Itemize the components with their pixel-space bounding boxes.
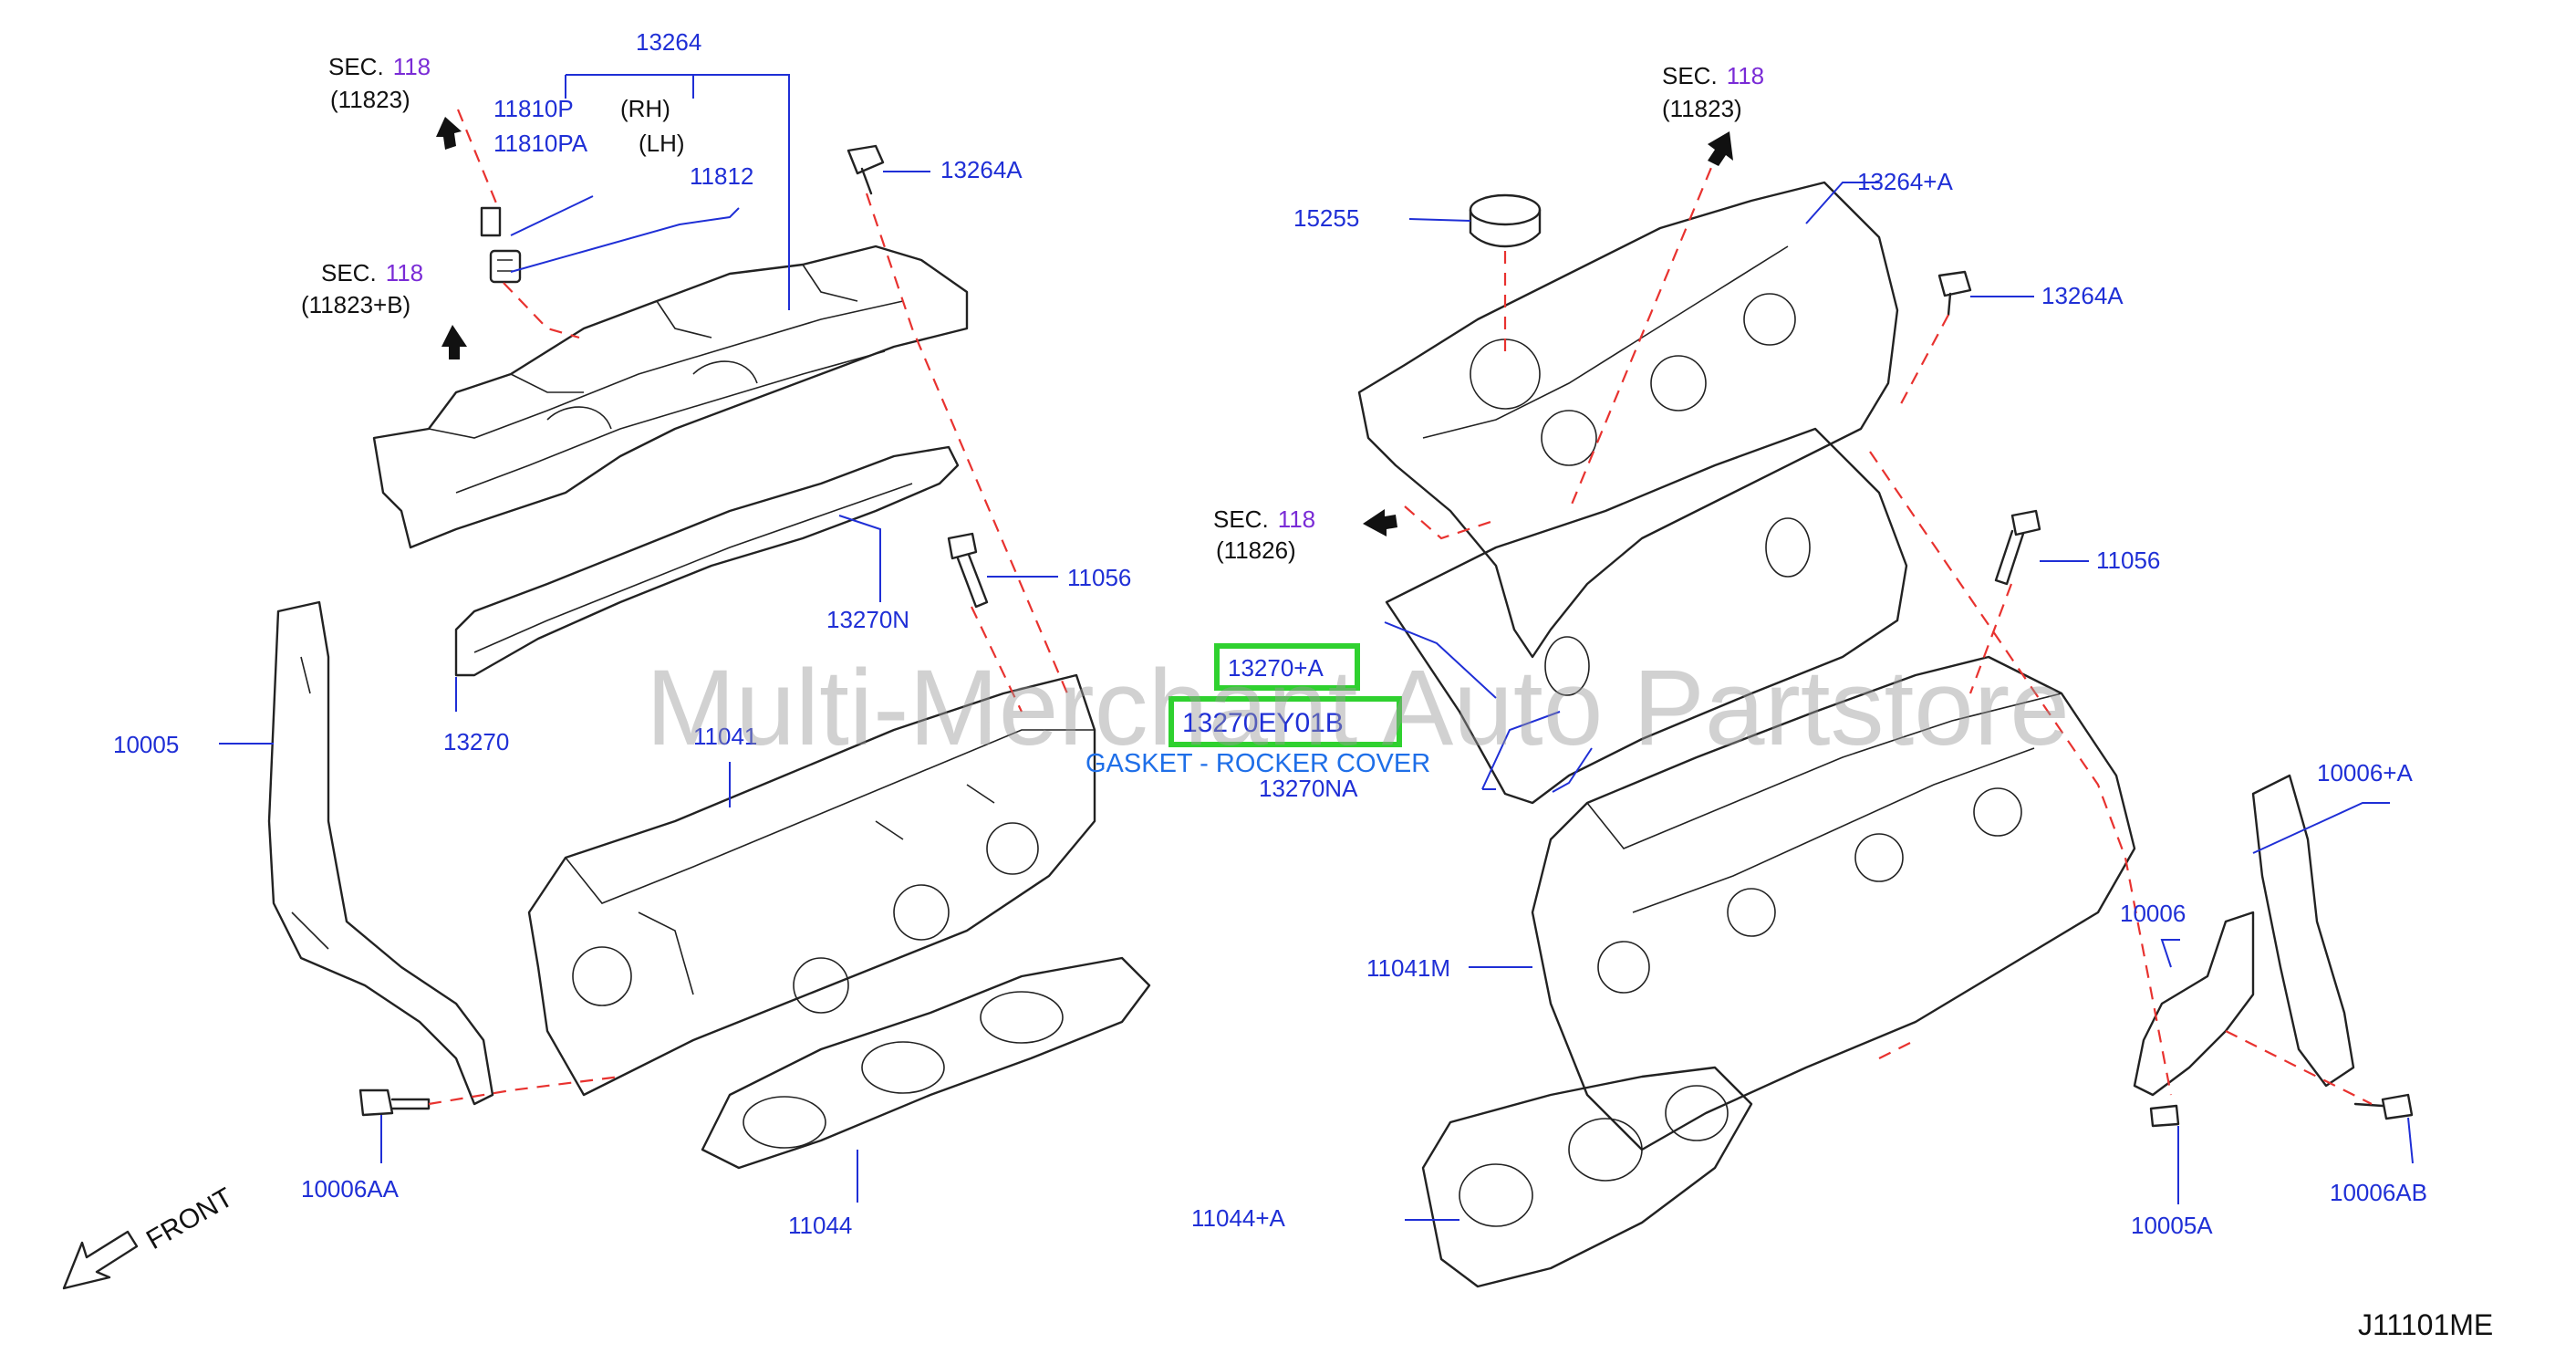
sec-sub: (11823+B) (301, 291, 410, 318)
svg-text:SEC.118: SEC. 118 (321, 259, 423, 286)
label-13270n: 13270N (826, 606, 909, 633)
oil-filler-cap-15255 (1469, 193, 1542, 248)
front-label: FRONT (141, 1182, 238, 1255)
right-head-gasket (1421, 1066, 1753, 1288)
label-13270: 13270 (443, 728, 509, 755)
leader-lines (219, 74, 2414, 1221)
label-10005a: 10005A (2131, 1212, 2213, 1239)
sec-sub: (11823) (330, 86, 410, 113)
right-bolt-10006ab (2353, 1093, 2414, 1120)
front-arrow-icon (62, 1230, 139, 1290)
label-lh: (LH) (639, 130, 685, 157)
sec-sub: (11826) (1216, 536, 1296, 564)
svg-text:SEC.118: SEC. 118 (1213, 505, 1315, 533)
sec-number: 118 (386, 259, 423, 286)
label-11044-plus-a: 11044+A (1191, 1204, 1286, 1232)
label-13270-plus-a[interactable]: 13270+A (1228, 654, 1324, 682)
highlight-description: GASKET - ROCKER COVER (1085, 749, 1430, 778)
highlight-part-number[interactable]: 13270EY01B (1182, 708, 1344, 738)
right-rocker-cover (1357, 181, 1899, 659)
label-10005: 10005 (113, 731, 179, 758)
right-bolt-13264a (1937, 270, 1972, 317)
label-rh: (RH) (620, 95, 670, 122)
label-11810pa: 11810PA (493, 130, 588, 157)
label-10006: 10006 (2120, 900, 2186, 927)
sec-ref-4: SEC. 118 (11826) (1213, 505, 1315, 564)
label-13264a-left: 13264A (940, 156, 1023, 183)
label-13264-plus-a: 13264+A (1857, 168, 1953, 195)
sec-ref-1: SEC. 118 (11823) (328, 53, 431, 113)
sec-prefix: SEC. (328, 53, 384, 80)
label-11041m: 11041M (1366, 954, 1450, 982)
label-10006ab: 10006AB (2330, 1179, 2427, 1206)
left-bolt-11056 (947, 532, 989, 609)
label-11056-left: 11056 (1067, 564, 1131, 591)
label-10006-plus-a: 10006+A (2317, 759, 2413, 786)
svg-text:SEC.118: SEC. 118 (1662, 62, 1764, 89)
arrow-up-icon (436, 117, 462, 150)
right-bolt-10005a (2149, 1104, 2180, 1128)
left-rocker-gasket (454, 445, 960, 677)
label-13270na: 13270NA (1259, 775, 1358, 802)
left-cylinder-head (527, 673, 1096, 1097)
sec-number: 118 (393, 53, 431, 80)
sec-ref-2: SEC. 118 (11823+B) (301, 259, 423, 318)
highlight-box-13270-plus-a (1214, 643, 1360, 691)
left-head-gasket (701, 956, 1151, 1170)
label-11810p: 11810P (493, 95, 574, 122)
svg-text:SEC.118: SEC. 118 (328, 53, 431, 80)
label-11044: 11044 (788, 1212, 852, 1239)
sec-sub: (11823) (1662, 95, 1742, 122)
assembly-dashed-lines (428, 109, 2373, 1106)
right-bracket-10006 (2133, 911, 2255, 1097)
right-rocker-gasket (1385, 427, 1908, 805)
label-11041: 11041 (693, 723, 757, 750)
left-bolt-13264a (847, 144, 885, 195)
left-rocker-cover (372, 245, 969, 549)
left-bracket-10005 (267, 600, 494, 1106)
sec-number: 118 (1727, 62, 1764, 89)
label-13264a-right: 13264A (2041, 282, 2124, 309)
label-10006aa: 10006AA (301, 1175, 400, 1203)
sec-prefix: SEC. (1213, 505, 1269, 533)
sec-ref-3: SEC. 118 (11823) (1662, 62, 1764, 122)
right-cylinder-head (1531, 655, 2136, 1151)
left-pcv-valve (480, 206, 522, 284)
watermark: Multi-Merchant Auto Partstore (646, 648, 2070, 768)
arrow-left-icon (1363, 509, 1397, 536)
left-bolt-10006aa (358, 1088, 431, 1117)
right-bolt-11056 (1994, 509, 2041, 586)
arrow-up-icon (1708, 131, 1733, 166)
sec-prefix: SEC. (321, 259, 377, 286)
label-11056-right: 11056 (2096, 547, 2160, 574)
label-15255: 15255 (1293, 204, 1359, 232)
diagram-code: J11101ME (2358, 1308, 2493, 1341)
highlight-box-part-number (1169, 696, 1402, 747)
arrow-up-icon (441, 325, 467, 359)
right-bracket-10006a (2251, 774, 2355, 1088)
sec-number: 118 (1278, 505, 1315, 533)
sec-prefix: SEC. (1662, 62, 1718, 89)
label-11812: 11812 (690, 162, 753, 190)
label-13264: 13264 (636, 28, 701, 56)
